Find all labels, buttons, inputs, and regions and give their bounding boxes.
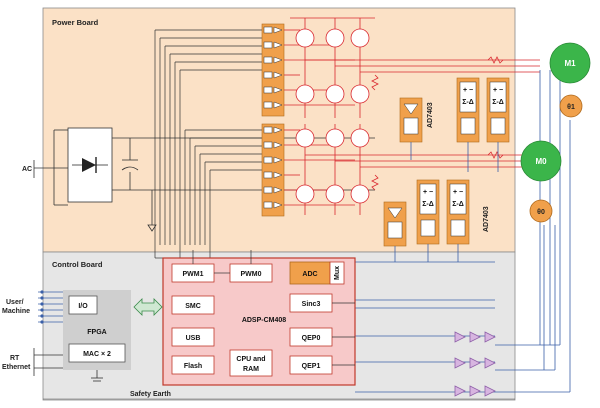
sd-label-m0a: Σ-Δ — [422, 201, 434, 208]
encoder-receivers — [454, 331, 496, 397]
mux-block — [329, 261, 345, 285]
ground-symbol — [147, 224, 157, 232]
pm-label-m1a: + − — [463, 87, 473, 94]
resolver-theta1: θ1 — [559, 94, 583, 118]
motor-m1-label: M1 — [564, 59, 576, 68]
user-machine-label-2: Machine — [2, 308, 30, 315]
resolver-theta1-label: θ1 — [567, 104, 575, 111]
fpga-label: FPGA — [87, 329, 106, 336]
pm-label-m0b: + − — [453, 189, 463, 196]
inverter-bridge-m0 — [284, 124, 540, 215]
voltage-sense-isolator-m0 — [383, 201, 407, 247]
control-bus-wires — [192, 250, 355, 366]
fpga-processor-bus-arrow — [133, 298, 163, 316]
resolver-theta0: θ0 — [529, 199, 553, 223]
cpu-ram-label-2: RAM — [243, 366, 259, 373]
ad7403-label-bottom: AD7403 — [483, 206, 490, 232]
adc-label: ADC — [302, 271, 317, 278]
pm-label-m1b: + − — [493, 87, 503, 94]
ac-label: AC — [22, 166, 32, 173]
safety-earth-label: Safety Earth — [130, 391, 171, 398]
gate-driver-isolators-m0 — [261, 123, 285, 217]
motor-m1: M1 — [549, 42, 591, 84]
cpu-ram-label-1: CPU and — [236, 356, 265, 363]
mac-block — [68, 343, 126, 363]
ac-input-lines — [33, 129, 68, 206]
usb-label: USB — [186, 335, 201, 342]
pwm1-label: PWM1 — [183, 271, 204, 278]
motor-m0-label: M0 — [535, 157, 547, 166]
mux-label: Mux — [334, 266, 341, 280]
sd-label-m1a: Σ-Δ — [462, 99, 474, 106]
qep0-label: QEP0 — [302, 335, 321, 342]
flash-label: Flash — [184, 363, 202, 370]
smc-label: SMC — [185, 303, 201, 310]
rt-ethernet-label-1: RT — [10, 355, 20, 362]
rt-ethernet-label-2: Ethernet — [2, 364, 31, 371]
power-board-title: Power Board — [52, 18, 99, 27]
sd-label-m0b: Σ-Δ — [452, 201, 464, 208]
io-block — [68, 295, 98, 315]
cpu-ram-block — [229, 349, 273, 377]
shunt-resistors — [371, 56, 504, 191]
inverter-bridge-m1 — [284, 17, 540, 118]
ad7403-modulators-m0 — [416, 179, 470, 245]
pm-label-m0a: + − — [423, 189, 433, 196]
rt-ethernet-lines — [33, 348, 63, 376]
ad7403-label-top: AD7403 — [427, 102, 434, 128]
processor-label: ADSP-CM408 — [242, 317, 286, 324]
smc-block — [171, 295, 215, 315]
io-label: I/O — [78, 303, 88, 310]
flash-block — [171, 355, 215, 375]
resolver-theta0-label: θ0 — [537, 209, 545, 216]
mac-label: MAC × 2 — [83, 351, 111, 358]
voltage-sense-isolator-m1 — [399, 97, 423, 143]
user-machine-label-1: User/ — [6, 299, 24, 306]
user-machine-io-lines — [38, 290, 63, 324]
usb-block — [171, 327, 215, 347]
gate-driver-isolators-m1 — [261, 23, 285, 117]
diode-icon — [72, 157, 108, 173]
qep1-label: QEP1 — [302, 363, 321, 370]
fpga-ground-symbol — [91, 370, 103, 382]
ad7403-modulators-m1 — [456, 77, 510, 143]
motor-m0: M0 — [520, 140, 562, 182]
pwm-control-wires — [154, 29, 262, 259]
sd-label-m1b: Σ-Δ — [492, 99, 504, 106]
sinc3-label: Sinc3 — [302, 301, 321, 308]
pwm0-label: PWM0 — [241, 271, 262, 278]
control-board-title: Control Board — [52, 260, 103, 269]
